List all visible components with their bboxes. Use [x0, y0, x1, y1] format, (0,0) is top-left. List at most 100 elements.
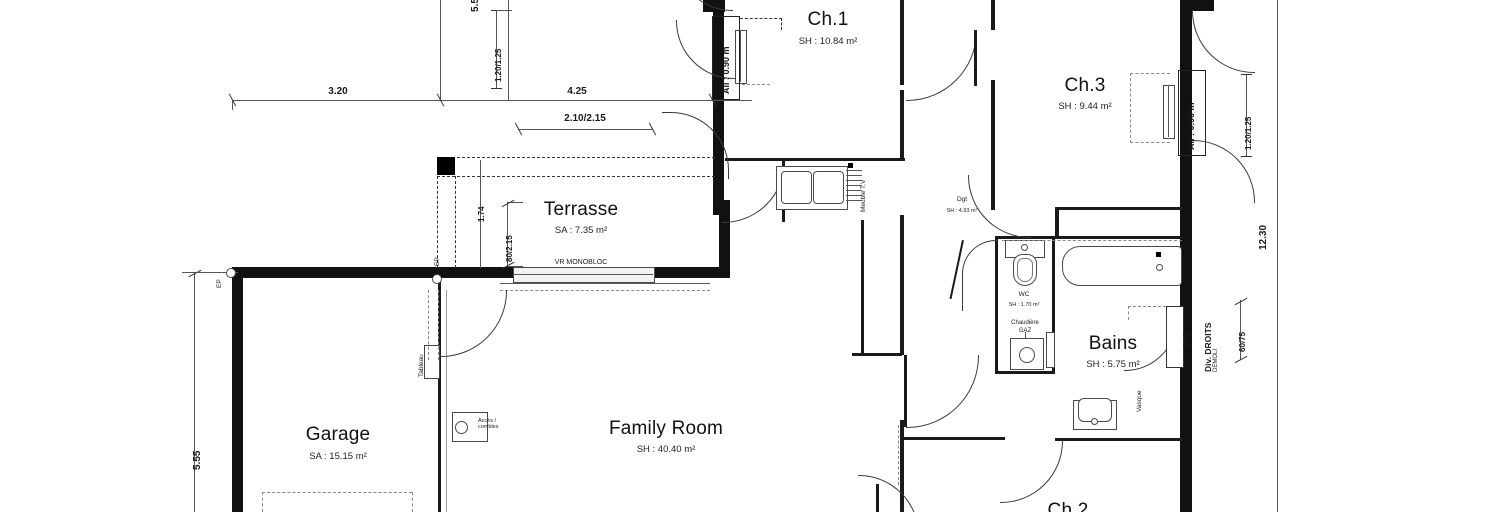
extline-80-215-top [507, 202, 523, 203]
wall-terrasse-south-right [650, 267, 730, 278]
garage-vehicle-outline-right [412, 492, 413, 512]
bath-hall-dash [1002, 240, 1182, 241]
boiler-burner [1019, 347, 1035, 363]
wall-wc-south [995, 371, 1055, 374]
wall-garage-east-inner [446, 290, 447, 512]
dimline-1-74 [480, 160, 481, 268]
dimline-1-20-left [496, 10, 497, 88]
room-label-wc: WC [1018, 291, 1030, 298]
door-swing-ch3-interior [906, 30, 977, 101]
wall-corridor-west-2 [900, 215, 904, 355]
window-ch1-dash-right [781, 18, 782, 30]
label-meuble-tv: Meuble T.V [860, 179, 867, 212]
bathtub [1062, 246, 1182, 286]
dim-1-20-1-25-left: 1.20/1.25 [494, 48, 503, 82]
ep-marker-terrasse [432, 274, 442, 284]
extline-top-b [508, 0, 509, 100]
room-area-terrasse: SA : 7.35 m² [554, 225, 608, 236]
room-label-ch3: Ch.3 [1064, 75, 1106, 96]
dim-12-30: 12.30 [1258, 224, 1269, 250]
wall-dgt-south-2 [900, 437, 1005, 440]
room-label-ch2: Ch.2 [1047, 500, 1089, 512]
room-label-dgt: Dgt [956, 196, 968, 203]
door-swing-ch3-ext-a [1192, 10, 1255, 73]
dimline-top-main [232, 100, 752, 101]
terrasse-door-swing-dash [500, 290, 710, 291]
dimline-80-215 [507, 202, 508, 266]
terrasse-sliding-door-rail [513, 274, 653, 275]
extline-80-215-bot [507, 266, 523, 267]
kitchen-drainer-l1 [846, 170, 862, 171]
wall-ch2-north [900, 437, 904, 512]
door-leaf-corridor-a [904, 355, 907, 427]
dim-5-55: 5.55 [192, 450, 203, 470]
wall-ch3-west [991, 0, 995, 30]
wall-garage-north [232, 267, 432, 278]
bains-door-opening [1166, 306, 1184, 368]
ep-marker-left [226, 268, 236, 278]
label-chaudiere-line2: GAZ [1018, 328, 1032, 334]
door-swing-corridor-a [906, 355, 979, 428]
wall-exterior-right-top-cap [1180, 0, 1214, 11]
wall-wc-east [1052, 236, 1055, 374]
dimline-2-10 [518, 129, 653, 130]
garage-vehicle-outline-left [262, 492, 263, 512]
kitchen-drainer-l7 [846, 200, 862, 201]
window-ch3-dash-bot [1130, 142, 1170, 143]
label-ep-terrasse: EP [434, 257, 441, 266]
door-swing-corridor-b [858, 475, 919, 512]
room-area-ch3: SH : 9.44 m² [1058, 101, 1112, 112]
label-allege-ch1: All : 0.90 m [721, 46, 731, 94]
terrasse-dash-left [437, 176, 438, 268]
extline-5-55-top [182, 272, 238, 273]
wall-corridor-west [900, 90, 904, 160]
label-tableau: Tableau [418, 354, 425, 377]
label-chaudiere-line1: Chaudière [1011, 320, 1039, 326]
dimtick-60-75-top [1234, 297, 1248, 306]
window-ch3-dash-left [1130, 73, 1131, 143]
kitchen-drainer-l3 [846, 180, 862, 181]
bathroom-towel-rail [1046, 332, 1055, 368]
kitchen-outlet-marker [848, 163, 853, 168]
room-label-bains: Bains [1088, 333, 1138, 354]
dim-60-75: 60/75 [1238, 331, 1247, 352]
dimcap-1-20-left-bot [491, 88, 502, 89]
dim-1-20-1-25-right: 1.20/1.25 [1244, 116, 1253, 150]
window-ch3-mullion [1168, 85, 1169, 137]
window-ch1-dash-top [740, 18, 782, 19]
label-div-droits-line1: Div. DROITS [1203, 322, 1213, 372]
family-dash-right [898, 425, 899, 485]
dim-3-20: 3.20 [328, 86, 348, 97]
wall-terrasse-south [430, 267, 518, 278]
terrasse-door-ext-line [500, 283, 710, 284]
wall-vertical-terrasse-right [713, 0, 724, 215]
acces-combles-knob [455, 421, 468, 434]
room-area-garage: SA : 15.15 m² [309, 451, 367, 462]
room-area-dgt: SH : 4.93 m² [946, 208, 978, 214]
wall-garage-west [232, 267, 243, 512]
kitchen-sink-basin-right [813, 171, 844, 204]
label-ep-left: EP [216, 279, 223, 288]
kitchen-drainer-l4 [846, 185, 862, 186]
bathroom-basin-drain [1091, 418, 1098, 425]
door-leaf-corridor-b [876, 484, 879, 512]
garage-door-dash-b [438, 290, 439, 360]
door-swing-garage [440, 290, 507, 357]
dim-4-25: 4.25 [567, 86, 587, 97]
kitchen-drainer-l2 [846, 175, 862, 176]
extline-1-20-left-top [496, 10, 512, 11]
label-div-droits-line2: DEMOLI [1213, 348, 1219, 372]
bains-door-dash-top [1128, 306, 1176, 307]
terrasse-sliding-door [513, 267, 655, 283]
wall-ch3-south-stub [1055, 207, 1059, 237]
wall-garage-east [438, 278, 441, 512]
dim-2-10-2-15: 2.10/2.15 [564, 113, 606, 124]
door-swing-wc [962, 240, 997, 311]
wall-terrasse-east [719, 200, 730, 278]
room-label-garage: Garage [305, 424, 371, 445]
wall-ch1-east [900, 0, 904, 85]
window-ch1-mullion [740, 30, 741, 82]
room-area-family: SH : 40.40 m² [636, 444, 696, 455]
dimtick-80-215-top [501, 199, 515, 208]
